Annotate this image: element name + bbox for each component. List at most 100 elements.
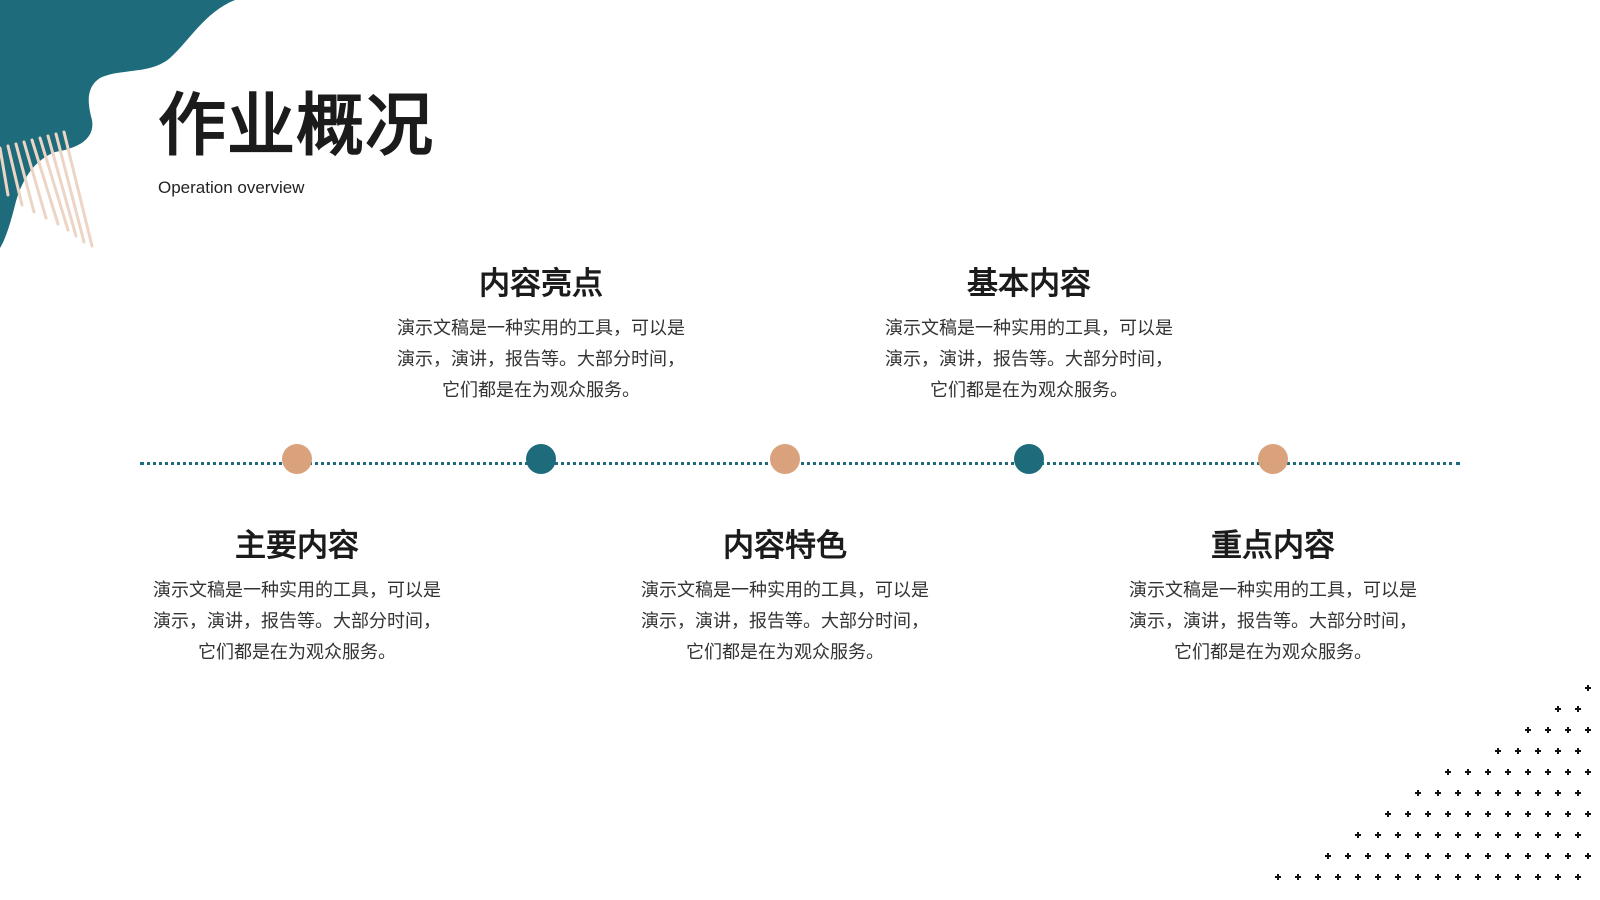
- cross-mark: [1465, 769, 1471, 775]
- cross-mark: [1555, 706, 1561, 712]
- cross-mark: [1495, 790, 1501, 796]
- cross-mark: [1555, 748, 1561, 754]
- timeline-dot-5: [1258, 444, 1288, 474]
- cross-mark: [1495, 874, 1501, 880]
- cross-mark: [1355, 832, 1361, 838]
- cross-mark: [1465, 811, 1471, 817]
- cross-mark: [1515, 790, 1521, 796]
- cross-mark: [1415, 874, 1421, 880]
- cross-mark: [1325, 853, 1331, 859]
- cross-mark: [1535, 832, 1541, 838]
- cross-mark: [1525, 769, 1531, 775]
- cross-mark: [1545, 811, 1551, 817]
- item-heading: 内容特色: [723, 528, 847, 564]
- cross-mark: [1395, 832, 1401, 838]
- cross-mark: [1535, 874, 1541, 880]
- cross-mark: [1585, 685, 1591, 691]
- cross-mark: [1585, 769, 1591, 775]
- item-body: 演示文稿是一种实用的工具，可以是演示，演讲，报告等。大部分时间，它们都是在为观众…: [885, 318, 1173, 402]
- cross-mark: [1565, 853, 1571, 859]
- cross-mark: [1575, 832, 1581, 838]
- cross-mark: [1475, 832, 1481, 838]
- cross-mark: [1555, 790, 1561, 796]
- timeline-item-4: 基本内容 演示文稿是一种实用的工具，可以是演示，演讲，报告等。大部分时间，它们都…: [879, 266, 1179, 406]
- cross-mark: [1585, 811, 1591, 817]
- cross-mark: [1445, 811, 1451, 817]
- timeline-dot-3: [770, 444, 800, 474]
- cross-mark: [1545, 769, 1551, 775]
- item-heading: 重点内容: [1211, 528, 1335, 564]
- timeline-dot-4: [1014, 444, 1044, 474]
- cross-mark: [1385, 853, 1391, 859]
- cross-mark: [1485, 853, 1491, 859]
- timeline-line: [140, 462, 1460, 465]
- item-heading: 内容亮点: [479, 266, 603, 302]
- cross-mark: [1355, 874, 1361, 880]
- timeline-item-1: 主要内容 演示文稿是一种实用的工具，可以是演示，演讲，报告等。大部分时间，它们都…: [147, 528, 447, 668]
- cross-mark: [1525, 811, 1531, 817]
- cross-mark: [1425, 853, 1431, 859]
- cross-mark: [1315, 874, 1321, 880]
- cross-mark: [1475, 874, 1481, 880]
- cross-mark: [1345, 853, 1351, 859]
- item-body: 演示文稿是一种实用的工具，可以是演示，演讲，报告等。大部分时间，它们都是在为观众…: [1129, 580, 1417, 664]
- cross-mark: [1575, 748, 1581, 754]
- cross-mark: [1585, 727, 1591, 733]
- cross-mark: [1525, 853, 1531, 859]
- cross-mark: [1395, 874, 1401, 880]
- item-body: 演示文稿是一种实用的工具，可以是演示，演讲，报告等。大部分时间，它们都是在为观众…: [641, 580, 929, 664]
- cross-mark: [1575, 706, 1581, 712]
- cross-mark: [1565, 811, 1571, 817]
- cross-mark: [1365, 853, 1371, 859]
- cross-mark: [1445, 853, 1451, 859]
- item-heading: 基本内容: [967, 266, 1091, 302]
- cross-mark: [1465, 853, 1471, 859]
- cross-mark: [1405, 811, 1411, 817]
- cross-mark: [1485, 769, 1491, 775]
- cross-pattern-decoration: [1275, 685, 1591, 880]
- cross-mark: [1535, 748, 1541, 754]
- cross-mark: [1545, 727, 1551, 733]
- cross-mark: [1545, 853, 1551, 859]
- cross-mark: [1415, 790, 1421, 796]
- cross-mark: [1515, 748, 1521, 754]
- cross-mark: [1375, 874, 1381, 880]
- corner-decoration: [0, 0, 235, 248]
- cross-mark: [1455, 832, 1461, 838]
- item-body: 演示文稿是一种实用的工具，可以是演示，演讲，报告等。大部分时间，它们都是在为观众…: [397, 318, 685, 402]
- cross-mark: [1295, 874, 1301, 880]
- cross-mark: [1495, 832, 1501, 838]
- timeline-item-2: 内容亮点 演示文稿是一种实用的工具，可以是演示，演讲，报告等。大部分时间，它们都…: [391, 266, 691, 406]
- cross-mark: [1475, 790, 1481, 796]
- cross-mark: [1415, 832, 1421, 838]
- teal-blob-shape: [0, 0, 235, 248]
- cross-mark: [1535, 790, 1541, 796]
- cross-mark: [1555, 874, 1561, 880]
- page-subtitle: Operation overview: [158, 178, 305, 197]
- page-title: 作业概况: [158, 86, 435, 166]
- timeline-item-3: 内容特色 演示文稿是一种实用的工具，可以是演示，演讲，报告等。大部分时间，它们都…: [635, 528, 935, 668]
- cross-mark: [1515, 832, 1521, 838]
- timeline-dot-1: [282, 444, 312, 474]
- timeline-dot-2: [526, 444, 556, 474]
- cross-mark: [1435, 832, 1441, 838]
- cross-mark: [1515, 874, 1521, 880]
- cross-mark: [1565, 727, 1571, 733]
- cross-mark: [1575, 874, 1581, 880]
- cross-mark: [1585, 853, 1591, 859]
- cross-mark: [1455, 874, 1461, 880]
- cross-mark: [1405, 853, 1411, 859]
- cross-mark: [1565, 769, 1571, 775]
- cross-mark: [1435, 874, 1441, 880]
- cross-mark: [1555, 832, 1561, 838]
- timeline-item-5: 重点内容 演示文稿是一种实用的工具，可以是演示，演讲，报告等。大部分时间，它们都…: [1123, 528, 1423, 668]
- cross-mark: [1505, 853, 1511, 859]
- cross-mark: [1495, 748, 1501, 754]
- cross-mark: [1335, 874, 1341, 880]
- cross-mark: [1505, 769, 1511, 775]
- cross-mark: [1375, 832, 1381, 838]
- cross-mark: [1425, 811, 1431, 817]
- cross-mark: [1455, 790, 1461, 796]
- cross-mark: [1525, 727, 1531, 733]
